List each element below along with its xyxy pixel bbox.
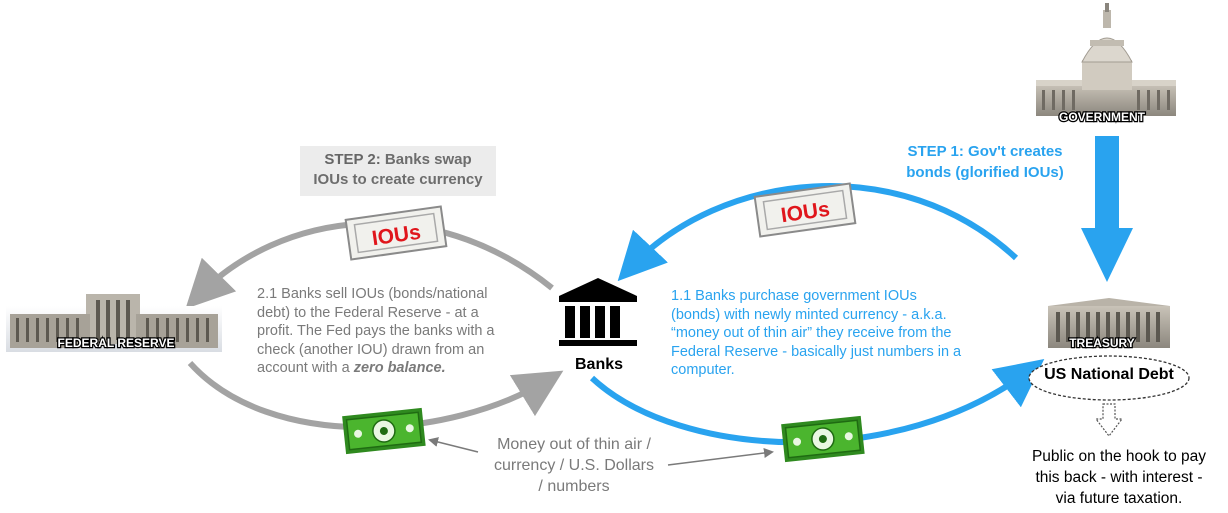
money-label-line3: / numbers	[538, 478, 610, 495]
public-note-line2: this back - with interest -	[1035, 469, 1203, 486]
national-debt-label: US National Debt	[1044, 366, 1174, 383]
money-label-line1: Money out of thin air /	[497, 436, 651, 453]
iou-note-treasury-side: IOUs	[753, 182, 857, 238]
step2-line2: IOUs to create currency	[313, 171, 483, 188]
dollar-bill-icon-right	[781, 415, 865, 463]
fed-note-line5: account with a	[257, 360, 354, 376]
big-arrow-government-to-treasury	[1081, 136, 1133, 282]
public-note-line1: Public on the hook to pay	[1031, 448, 1207, 465]
banks-note-line4: Federal Reserve - basically just numbers…	[671, 343, 962, 360]
step2-callout: STEP 2: Banks swap IOUs to create curren…	[300, 146, 496, 196]
callout-arrow-right	[667, 448, 774, 466]
step1-prefix: STEP 1:	[907, 143, 964, 160]
fed-note-line4: check (another IOU) drawn from an	[257, 341, 485, 358]
banks-label: Banks	[574, 356, 624, 373]
dollar-bill-icon-left	[342, 407, 426, 455]
fed-note-emphasis: zero balance.	[353, 360, 446, 376]
capitol-icon	[1036, 3, 1176, 116]
banks-note-line3: “money out of thin air” they receive fro…	[671, 325, 952, 341]
callout-arrow-left	[428, 437, 479, 453]
banks-note: 1.1 Banks purchase government IOUs (bond…	[671, 287, 1011, 380]
down-arrow-icon	[1094, 403, 1124, 437]
federal-reserve-building-icon	[6, 294, 222, 352]
federal-reserve-label: FEDERAL RESERVE	[58, 336, 175, 350]
step1-callout: STEP 1: Gov't creates bonds (glorified I…	[890, 141, 1080, 183]
banks-note-line5: computer.	[671, 362, 735, 378]
banks-note-line1: 1.1 Banks purchase government IOUs	[671, 288, 917, 304]
banks-note-line2: (bonds) with newly minted currency - a.k…	[671, 306, 947, 323]
public-note-line3: via future taxation.	[1055, 490, 1183, 507]
step2-text: Banks swap	[380, 151, 472, 168]
money-label-line2: currency / U.S. Dollars	[493, 457, 655, 474]
fed-note-line3: profit. The Fed pays the banks with a	[257, 323, 495, 339]
treasury-building-icon	[1048, 298, 1170, 348]
fed-note-line2: debt) to the Federal Reserve - at a	[257, 304, 479, 321]
public-note: Public on the hook to pay this back - wi…	[1012, 446, 1226, 509]
iou-note-fed-side: IOUs	[344, 205, 448, 261]
government-label: GOVERNMENT	[1059, 110, 1146, 124]
national-debt-ellipse	[1028, 355, 1190, 401]
bank-icon	[559, 278, 637, 346]
fed-note: 2.1 Banks sell IOUs (bonds/national debt…	[257, 285, 547, 378]
flow-arrow-iou-to-banks	[617, 183, 1019, 282]
step1-text: Gov't creates	[963, 143, 1063, 160]
treasury-label: TREASURY	[1069, 336, 1135, 350]
step1-line2: bonds (glorified IOUs)	[906, 164, 1064, 181]
fed-note-line1: 2.1 Banks sell IOUs (bonds/national	[257, 286, 488, 302]
money-label: Money out of thin air / currency / U.S. …	[470, 434, 678, 497]
step2-prefix: STEP 2:	[324, 151, 381, 168]
